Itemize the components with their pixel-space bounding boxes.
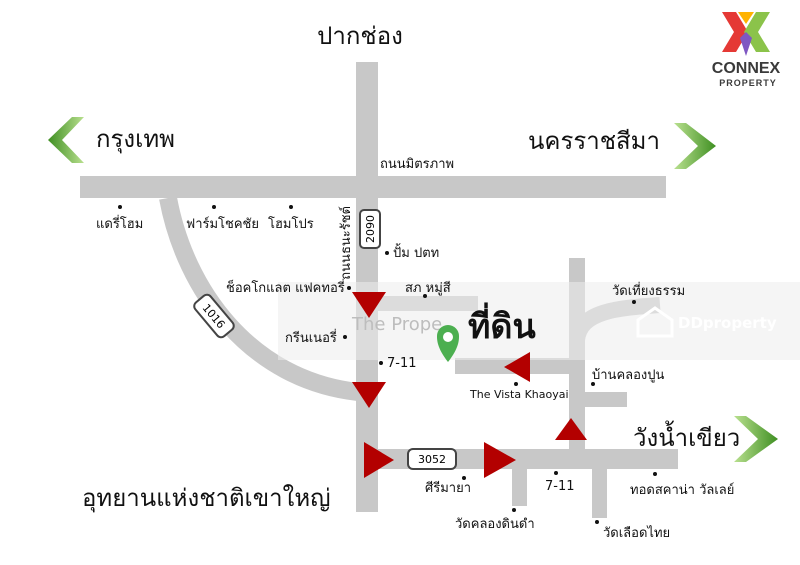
svg-text:2090: 2090: [364, 215, 377, 243]
route-arrows: [352, 292, 587, 478]
place-farm-chokchai: ฟาร์มโชคชัย: [186, 216, 259, 232]
label-east-top: นครราชสีมา: [528, 127, 660, 155]
arrow-right-1: [364, 442, 394, 478]
watermark-site: DDproperty: [678, 314, 777, 332]
arrow-down-2: [352, 382, 386, 408]
place-ptt: ปั้ม ปตท: [393, 243, 439, 261]
road-ban-khlong: [577, 392, 627, 407]
place-vista: The Vista Khaoyai: [469, 388, 569, 401]
chevron-left-icon: [48, 117, 84, 163]
road-south-a: [512, 458, 527, 506]
brand-sub: PROPERTY: [719, 78, 777, 88]
arrow-down-1: [352, 292, 386, 318]
places: แดรี่โฮม ฟาร์มโชคชัย โฮมโปร ปั้ม ปตท ช็อ…: [96, 205, 734, 541]
shield-3052: 3052: [407, 448, 457, 470]
target-label: ที่ดิน: [468, 302, 536, 347]
arrow-left: [504, 352, 530, 382]
place-dairy-home: แดรี่โฮม: [96, 215, 143, 232]
shield-2090: 2090: [359, 209, 381, 249]
chevron-right-icon-2: [734, 416, 778, 462]
place-wat-khlong: วัดคลองดินดำ: [455, 517, 535, 532]
label-road-thanarat: ถนนธนะรัชต์: [338, 206, 354, 280]
place-chocolate: ช็อคโกแลต แฟคทอรี่: [226, 278, 345, 296]
place-wat-thiang: วัดเที่ยงธรรม: [612, 282, 685, 299]
watermark-faint: The Prope: [351, 314, 442, 335]
place-greenery: กรีนเนอรี่: [285, 329, 337, 346]
svg-text:3052: 3052: [418, 453, 446, 466]
road-south-b: [592, 458, 607, 518]
brand-name: CONNEX: [712, 60, 781, 77]
label-north: ปากช่อง: [317, 22, 403, 50]
chevron-right-icon: [674, 123, 716, 169]
label-east-bottom: วังน้ำเขียว: [633, 420, 740, 452]
place-ban-khlong: บ้านคลองปูน: [592, 368, 665, 383]
place-wat-lueat: วัดเลือดไทย: [603, 525, 670, 541]
label-west: กรุงเทพ: [96, 125, 175, 154]
label-south-west: อุทยานแห่งชาติเขาใหญ่: [82, 484, 331, 513]
place-seven-b: 7-11: [545, 479, 575, 494]
label-road-mittraphap: ถนนมิตรภาพ: [380, 157, 454, 172]
arrow-right-2: [484, 442, 516, 478]
place-home-pro: โฮมโปร: [268, 216, 314, 232]
place-sapa: สภ หมู่สี: [405, 280, 451, 296]
place-tuscany: ทอดสคาน่า วัลเลย์: [630, 482, 734, 498]
watermark-house-icon: [636, 306, 674, 338]
arrow-up: [555, 418, 587, 440]
watermark-band: The Prope DDproperty: [278, 282, 800, 360]
place-sirimaya: ศีรีมายา: [425, 480, 471, 496]
brand-logo: CONNEX PROPERTY: [712, 12, 781, 88]
location-pin-icon: [437, 325, 459, 362]
place-seven-a: 7-11: [387, 356, 417, 371]
